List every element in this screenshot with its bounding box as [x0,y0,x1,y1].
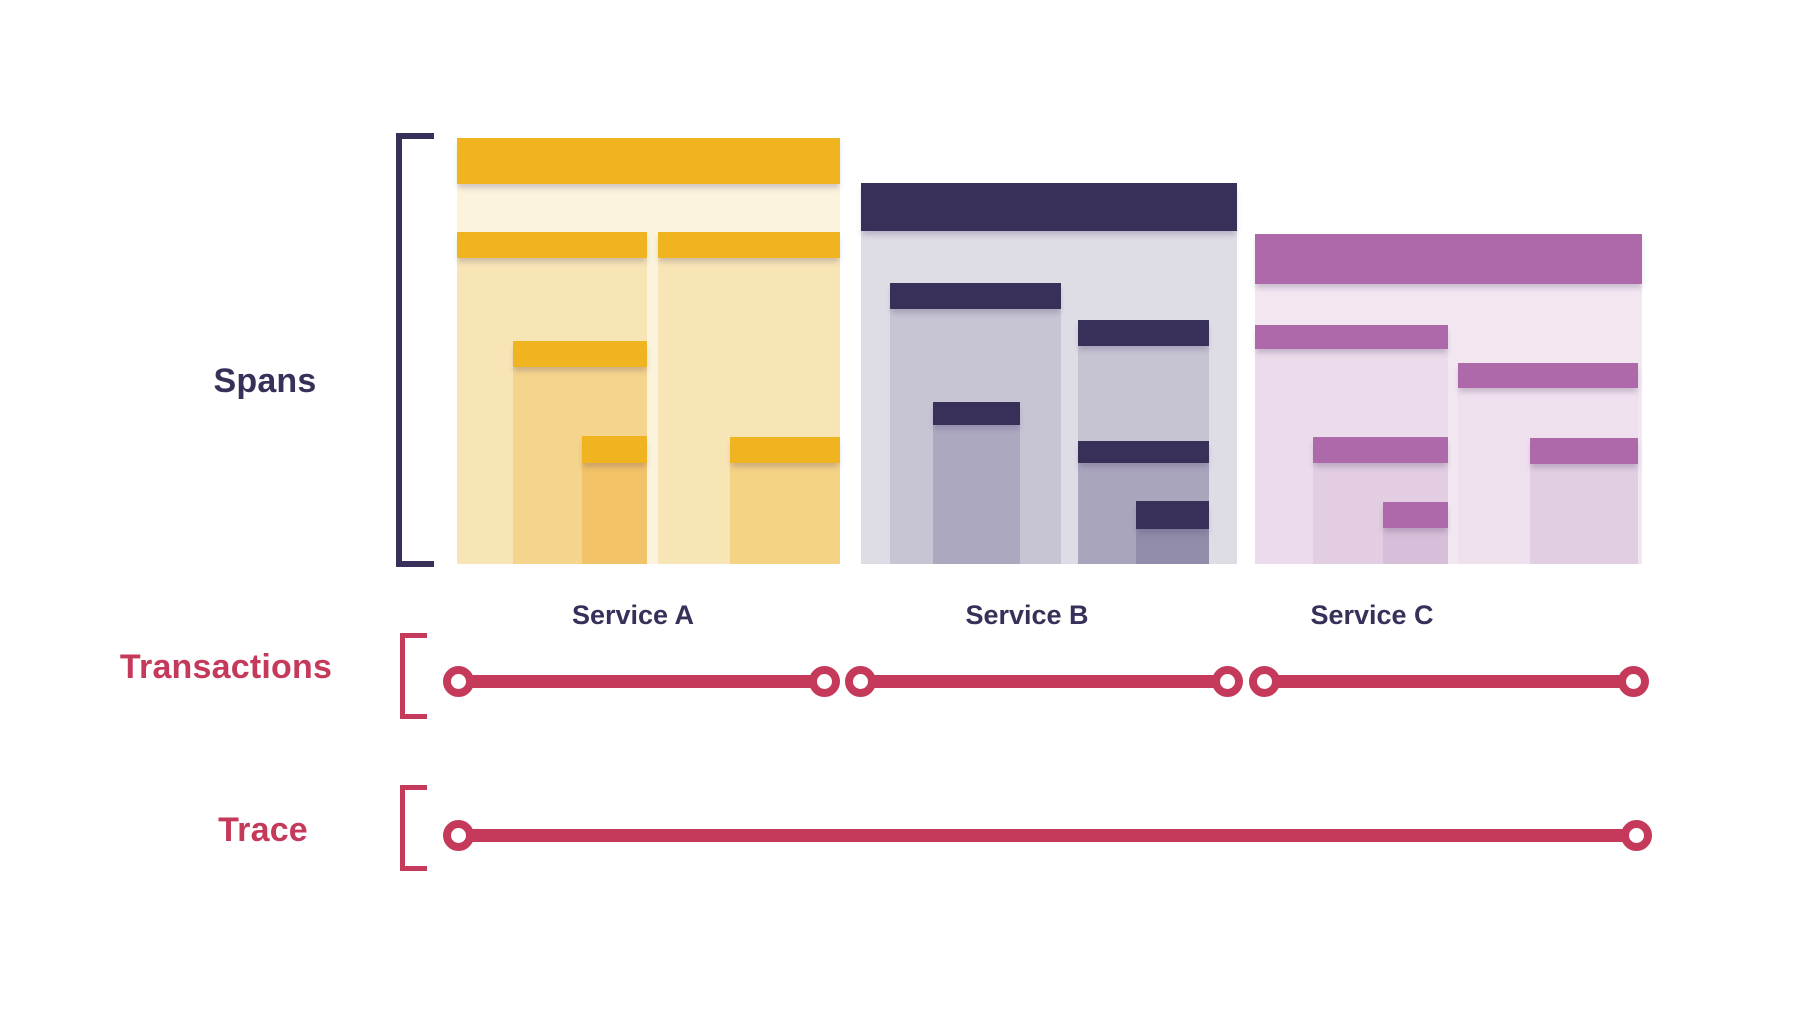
trace-label: Trace [218,811,308,849]
service-b-span-child-1-header [890,283,1061,309]
transaction-2-line [860,674,1227,688]
service-c-span-great-grandchild-1 [1383,502,1448,564]
transaction-1-end-circle [808,665,840,697]
service-c-span-grandchild-2 [1530,438,1638,564]
service-b-label: Service B [965,600,1089,630]
service-a-span-grandchild-1-header [513,341,647,367]
transaction-3-end-circle [1617,665,1649,697]
service-b-span-great-grandchild-1-header [1136,501,1209,529]
transaction-2-start-circle [844,665,876,697]
transaction-1-line [458,674,824,688]
service-b-span-child-2-header [1078,320,1209,346]
trace-start-circle [442,819,474,851]
trace-end-circle [1620,819,1652,851]
service-c-span-great-grandchild-1-header [1383,502,1448,528]
transactions-label: Transactions [119,648,333,686]
service-b-span-grandchild-1-header [933,402,1020,425]
service-a-span-grandchild-2-header [730,437,840,463]
service-b-span-root-header [861,183,1237,231]
transaction-1-start-circle [442,665,474,697]
service-a-label: Service A [571,600,695,630]
service-b-span-great-grandchild-1 [1136,501,1209,564]
service-a-span-root-header [457,138,840,184]
service-c-span-child-1-header [1255,325,1448,349]
spans-label: Spans [213,362,317,400]
transactions-bracket [400,633,427,719]
transaction-2-end-circle [1211,665,1243,697]
trace-line [458,828,1636,842]
service-c-span-grandchild-1-header [1313,437,1448,463]
transaction-3-start-circle [1248,665,1280,697]
service-a-span-child-1-header [457,232,647,258]
service-c-span-grandchild-1 [1313,437,1448,564]
service-c-span-root-header [1255,234,1642,284]
spans-bracket [396,133,434,567]
service-a-span-child-2-header [658,232,840,258]
service-c-label: Service C [1310,600,1434,630]
service-a-span-grandchild-2 [730,437,840,564]
service-a-span-great-grandchild-1-header [582,436,647,463]
service-c-span-child-2-header [1458,363,1638,388]
service-b-span-grandchild-1 [933,402,1020,564]
service-b-span-grandchild-2-header [1078,441,1209,463]
transaction-3-line [1264,674,1633,688]
trace-bracket [400,785,427,871]
service-a-span-great-grandchild-1 [582,436,647,564]
service-c-span-grandchild-2-header [1530,438,1638,464]
